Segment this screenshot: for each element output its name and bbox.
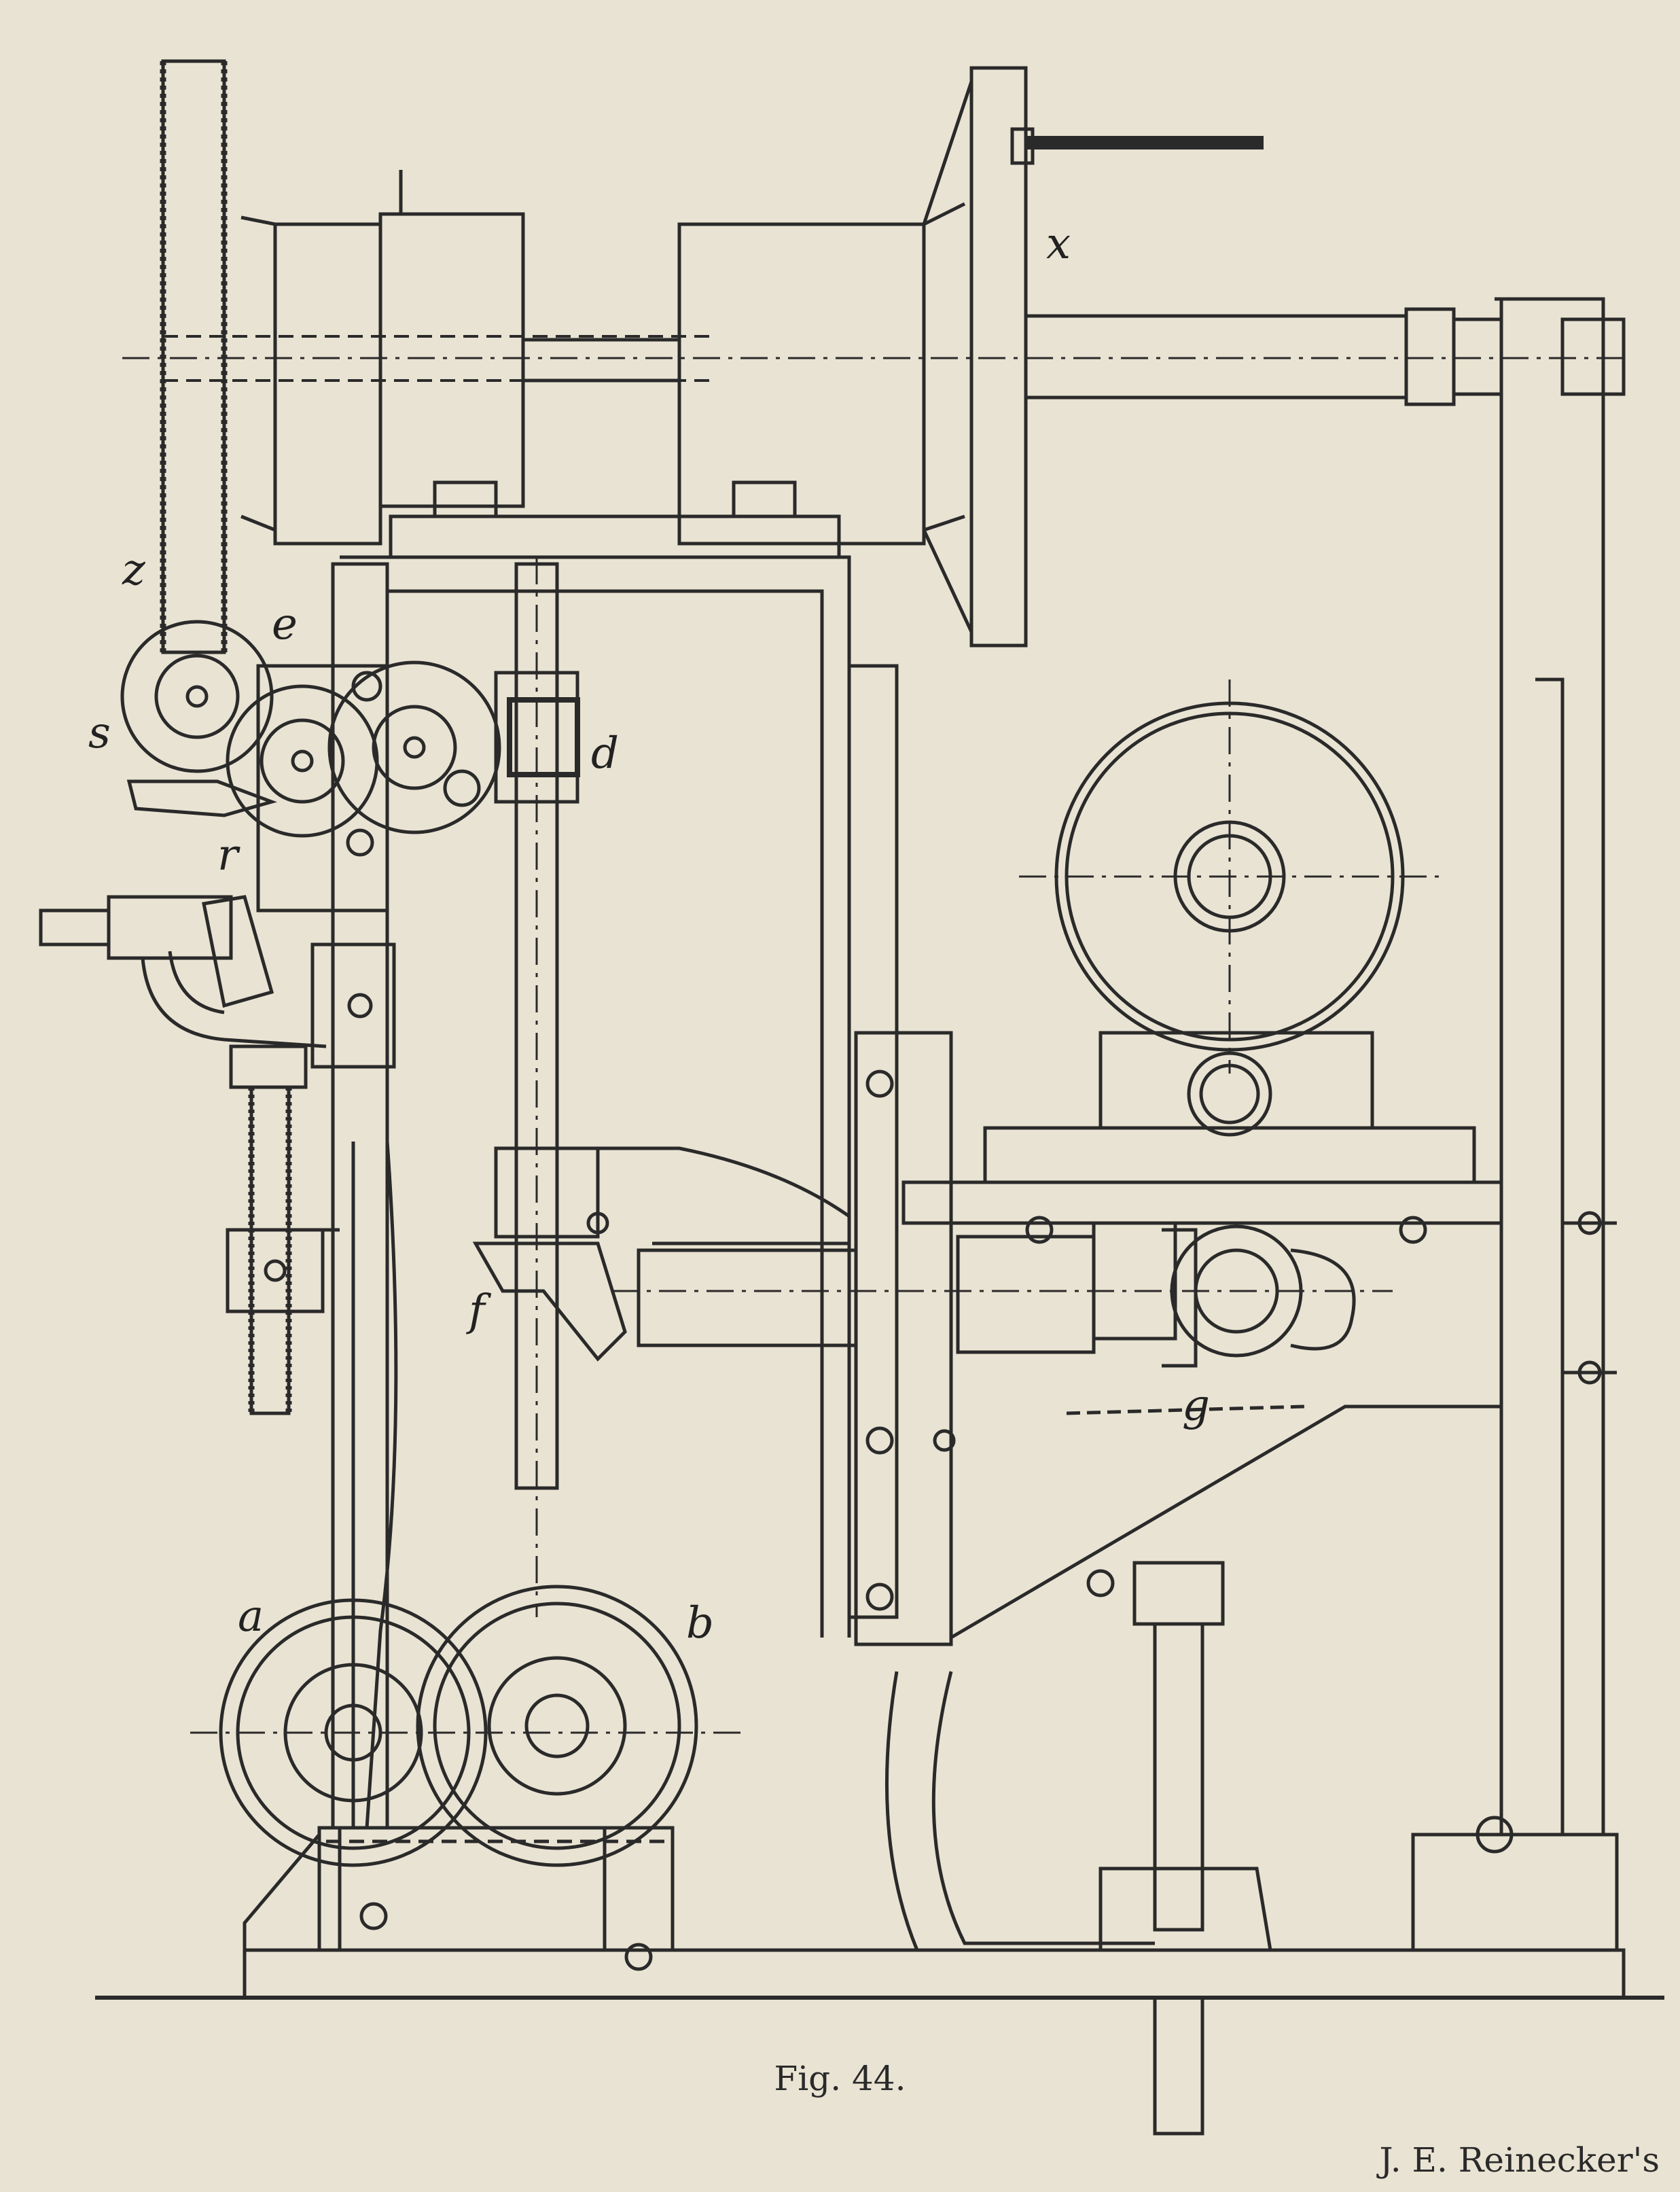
left-screw xyxy=(226,1085,340,1415)
bevel-gear-g xyxy=(611,1221,1393,1415)
label-d: d xyxy=(591,728,619,779)
middle-column xyxy=(847,664,1155,1951)
motor xyxy=(983,679,1476,1184)
left-column xyxy=(331,562,398,1830)
label-z: z xyxy=(122,545,146,595)
cross-bracket xyxy=(901,1180,1503,1640)
main-spindle xyxy=(122,307,1630,406)
face-plate xyxy=(922,66,1264,648)
label-s: s xyxy=(88,708,111,758)
input-bevel-box xyxy=(39,895,396,1089)
label-g: g xyxy=(1182,1381,1210,1431)
label-r: r xyxy=(217,830,240,881)
page-footer: J. E. Reinecker's xyxy=(1379,2140,1660,2180)
label-a: a xyxy=(238,1591,264,1642)
lower-screw xyxy=(1098,1561,1272,2136)
feed-gears xyxy=(190,1585,747,1867)
label-x: x xyxy=(1046,219,1071,269)
headstock-frame xyxy=(240,170,966,1638)
vertical-shaft xyxy=(472,557,858,1617)
label-b: b xyxy=(686,1598,714,1648)
figure-caption: Fig. 44. xyxy=(774,2059,906,2098)
right-upright xyxy=(1411,297,1626,1952)
change-gear-train xyxy=(120,59,501,913)
label-f: f xyxy=(466,1286,492,1336)
label-e: e xyxy=(272,599,298,650)
base-frame xyxy=(243,1826,1626,2000)
